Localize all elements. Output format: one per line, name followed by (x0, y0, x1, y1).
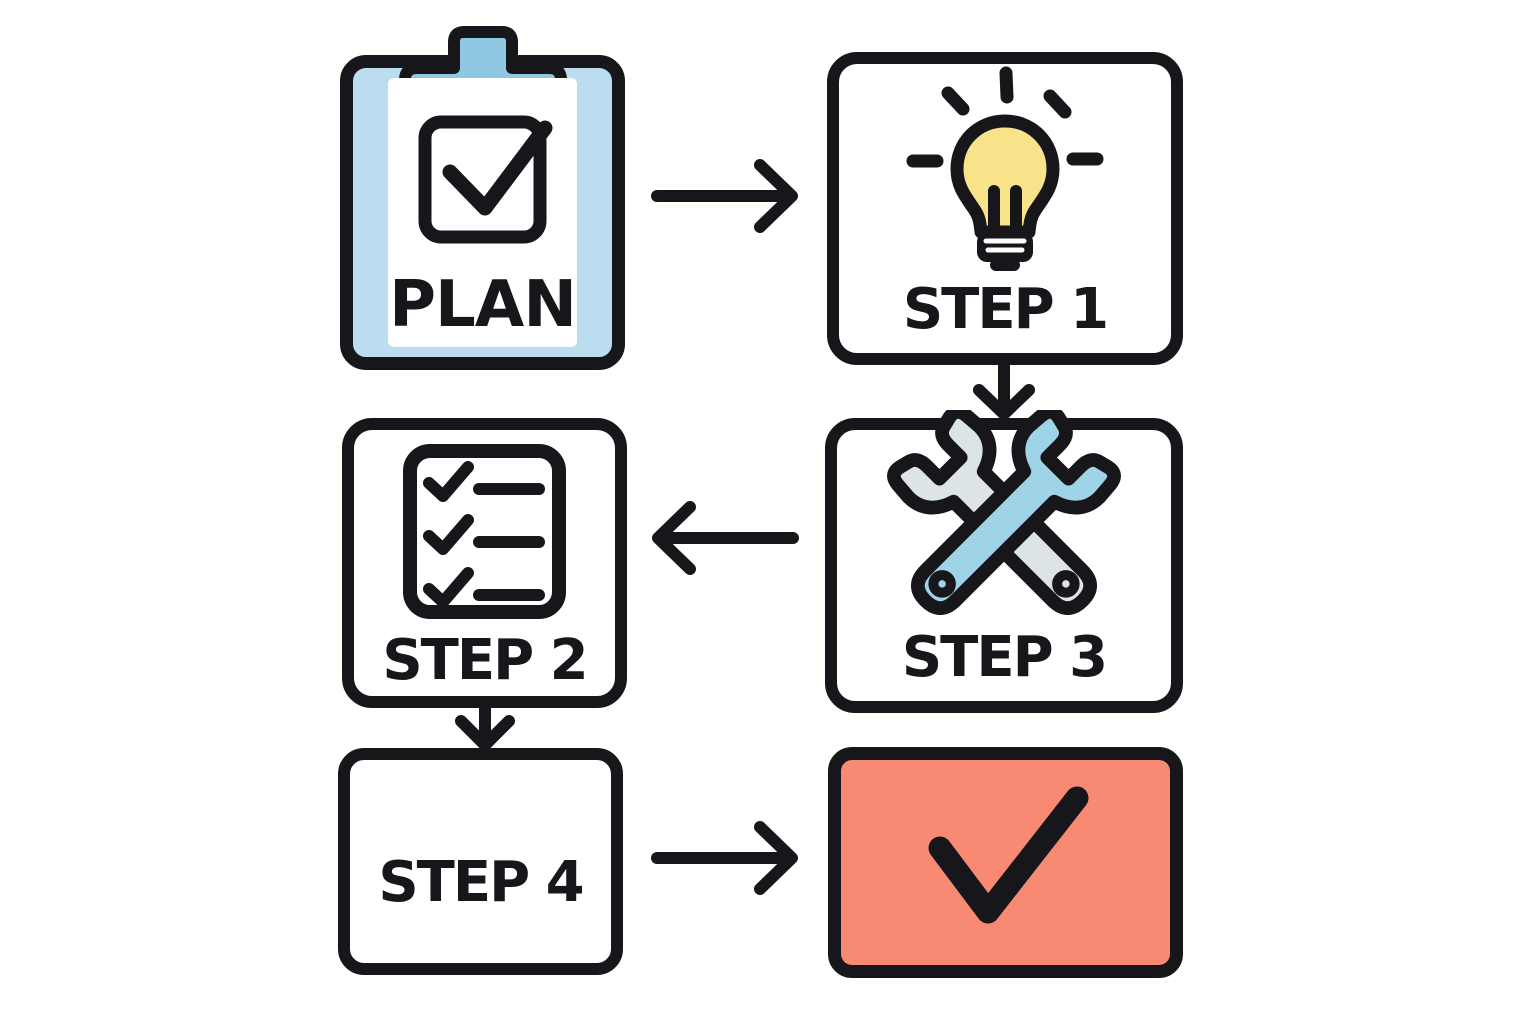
checkbox-check-icon (418, 115, 553, 244)
step4-node: STEP 4 (338, 748, 623, 975)
step3-node: STEP 3 (825, 410, 1183, 713)
step2-node: STEP 2 (342, 418, 627, 708)
checklist-icon (402, 444, 566, 619)
done-checkmark-icon (928, 786, 1089, 924)
arrow-plan-to-step1 (651, 159, 798, 233)
arrow-step4-to-done (651, 821, 798, 895)
step2-label: STEP 2 (382, 628, 588, 693)
plan-node: PLAN (340, 26, 625, 370)
arrow-step2-to-step4 (455, 702, 515, 751)
clipboard-page: PLAN (388, 78, 577, 347)
step1-label: STEP 1 (902, 277, 1109, 342)
plan-label: PLAN (389, 268, 577, 342)
crossed-wrenches-icon (887, 410, 1121, 616)
arrow-step1-to-step3 (973, 360, 1035, 420)
lightbulb-icon (906, 66, 1104, 271)
step3-label: STEP 3 (901, 625, 1108, 690)
arrow-step3-to-step2 (652, 501, 799, 575)
done-node (828, 747, 1183, 978)
step4-label: STEP 4 (378, 850, 584, 915)
step1-node: STEP 1 (827, 52, 1183, 365)
